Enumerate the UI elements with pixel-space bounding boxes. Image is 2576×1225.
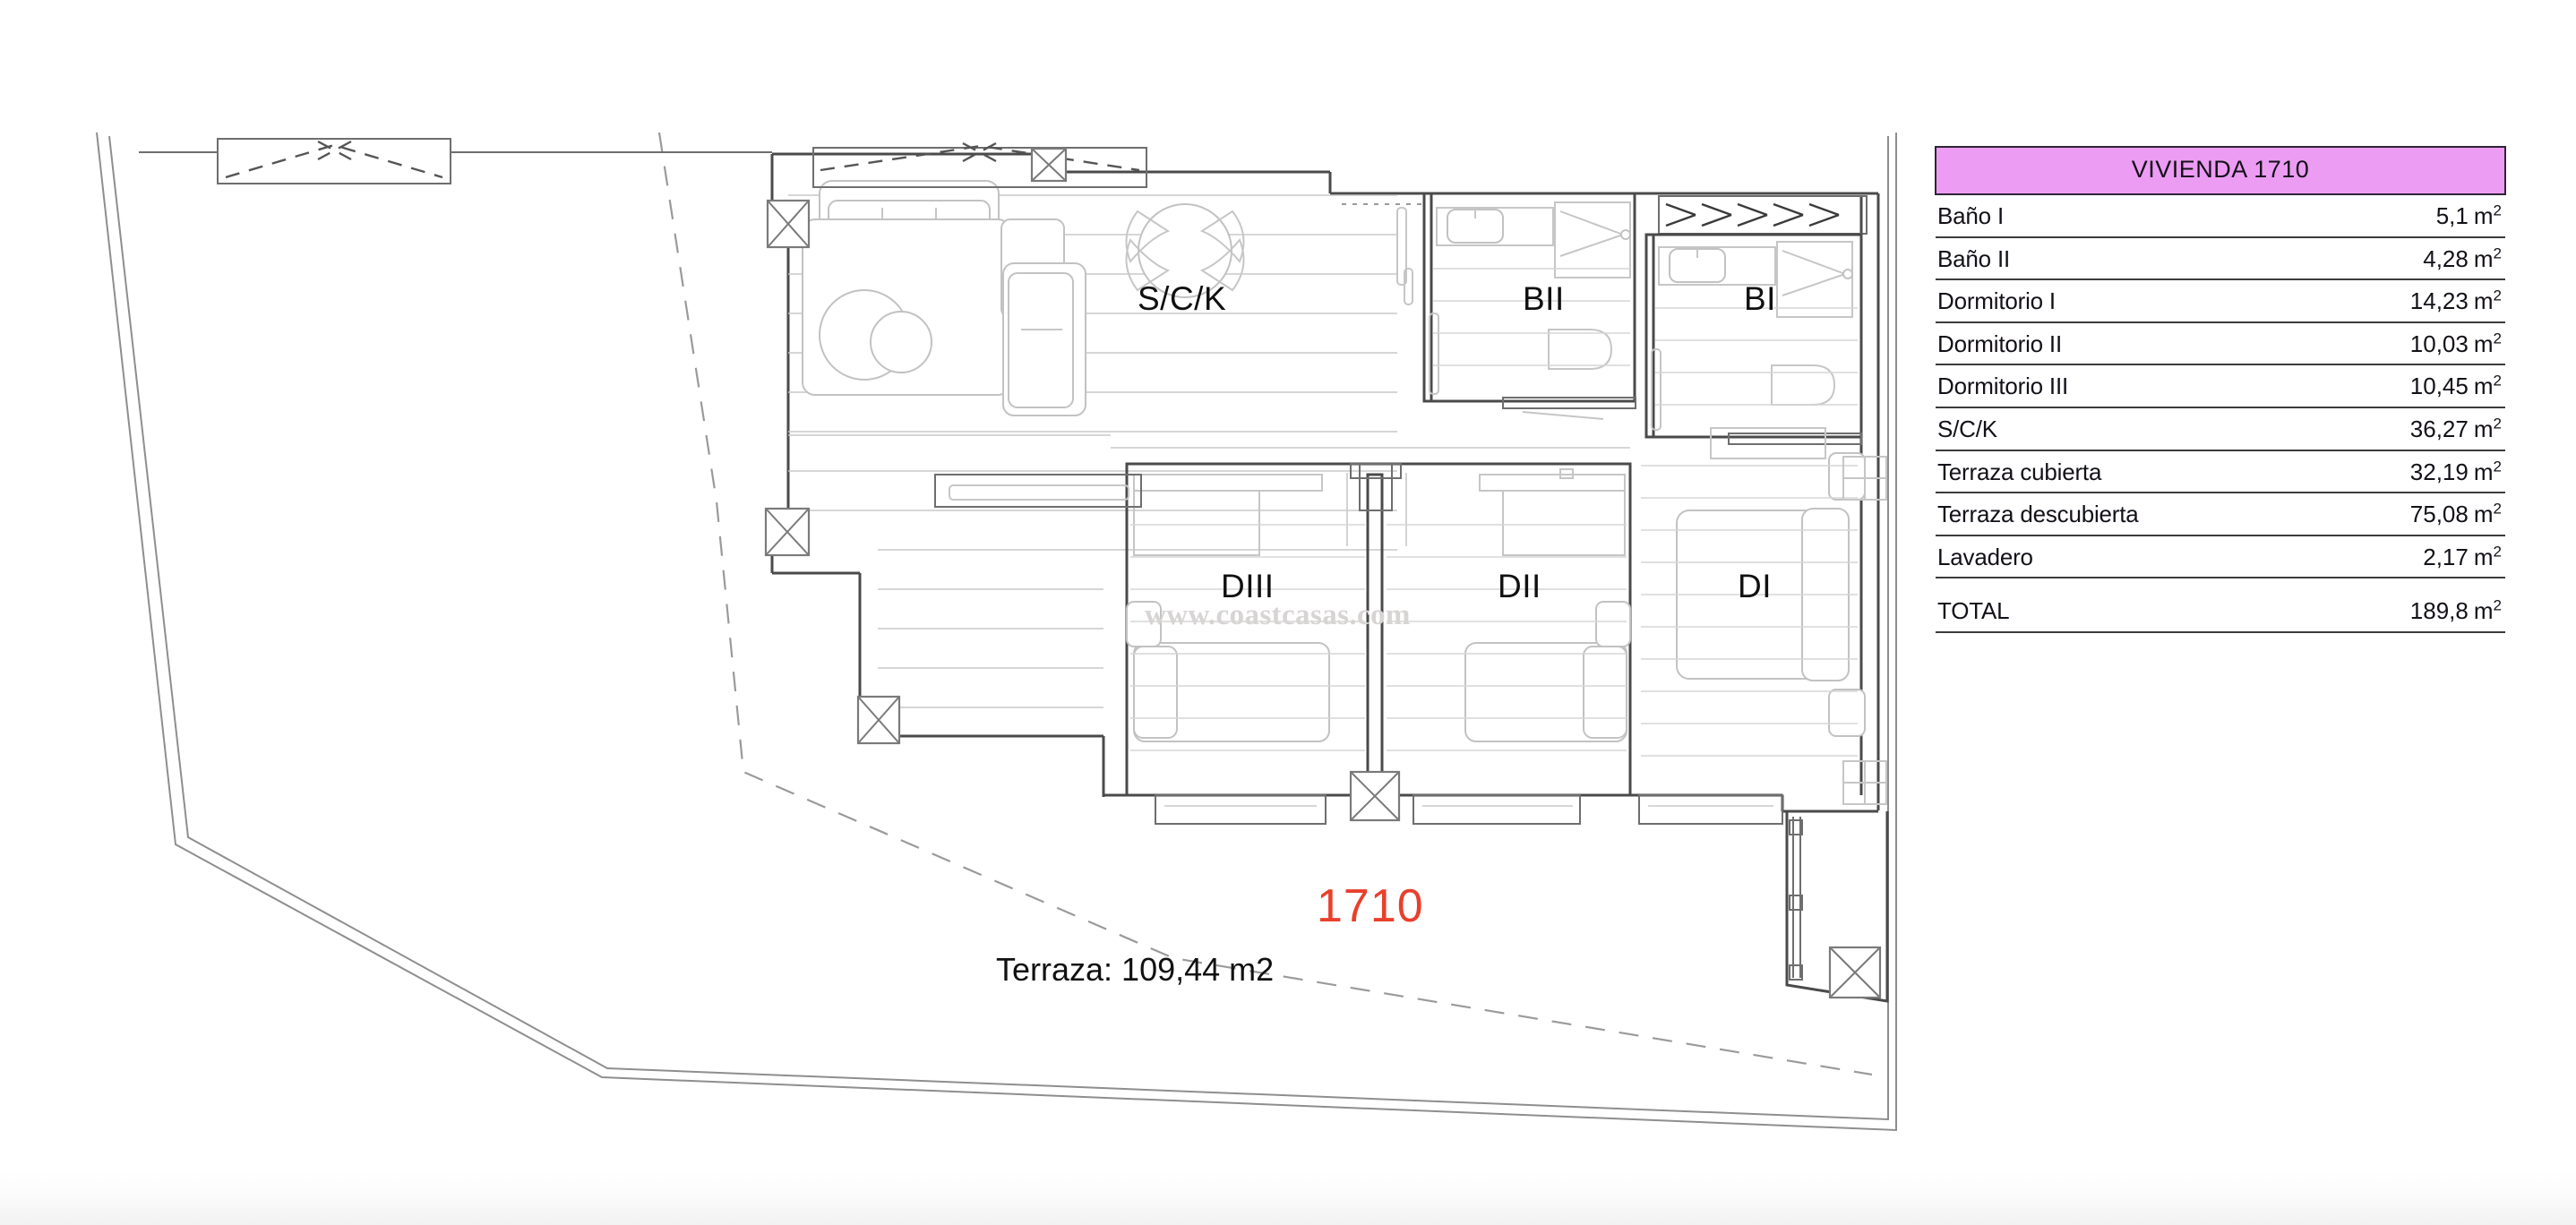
top-left-sliding-door	[139, 138, 772, 184]
row-number: 10,03	[2409, 330, 2469, 357]
row-number: 2,17	[2423, 543, 2469, 570]
unit-exponent: 2	[2493, 596, 2502, 614]
unit-exponent: 2	[2493, 543, 2502, 561]
unit-exponent: 2	[2493, 287, 2502, 304]
row-number: 4,28	[2423, 244, 2469, 272]
row-label: Terraza descubierta	[1936, 493, 2323, 536]
unit-label: m	[2473, 597, 2494, 625]
row-label: S/C/K	[1936, 407, 2323, 451]
unit-exponent: 2	[2493, 201, 2502, 219]
hall-floor-lines	[788, 434, 1630, 508]
structural-columns	[764, 147, 1401, 822]
room-label-bii: BII	[1523, 280, 1565, 317]
bedroom-two-furniture	[1387, 468, 1631, 751]
unit-exponent: 2	[2493, 500, 2502, 518]
unit-label: m	[2473, 287, 2494, 315]
total-number: 189,8	[2409, 597, 2469, 625]
row-number: 5,1	[2435, 202, 2469, 229]
terrace-outline	[96, 132, 1897, 1132]
unit-exponent: 2	[2493, 372, 2502, 390]
spacer-cell-right	[2323, 578, 2505, 590]
living-sliding-door	[812, 141, 1147, 188]
row-label: Lavadero	[1936, 535, 2323, 579]
row-number: 10,45	[2409, 373, 2469, 400]
room-label-diii: DIII	[1221, 568, 1275, 604]
central-partition	[1346, 463, 1407, 785]
bathroom-two	[1422, 192, 1636, 420]
misc-fixtures	[1396, 207, 1413, 305]
room-label-bi: BI	[1744, 280, 1776, 317]
right-side-window-marks	[1842, 456, 1887, 805]
unit-label: m	[2473, 330, 2494, 357]
room-label-di: DI	[1738, 568, 1772, 604]
room-label-dii: DII	[1498, 568, 1541, 604]
unit-exponent: 2	[2493, 244, 2502, 261]
area-table-header-row: VIVIENDA 1710	[1935, 146, 2506, 195]
table-spacer-row	[1936, 578, 2505, 590]
bathroom-one	[1644, 233, 1863, 445]
unit-label: m	[2473, 543, 2494, 570]
unit-number-label: 1710	[1317, 880, 1424, 932]
lower-right-terrace	[1785, 811, 1889, 1003]
setback-dashed-line	[657, 132, 1873, 1076]
lavadero-louvre	[1658, 195, 1868, 235]
unit-label: m	[2473, 458, 2494, 485]
unit-exponent: 2	[2493, 415, 2502, 433]
row-number: 75,08	[2409, 501, 2469, 528]
unit-exponent: 2	[2493, 457, 2502, 475]
unit-label: m	[2473, 415, 2494, 442]
unit-label: m	[2473, 202, 2494, 229]
bedroom-three-furniture	[1126, 474, 1365, 751]
footer-gradient-band	[0, 1171, 2576, 1225]
row-number: 14,23	[2409, 287, 2469, 315]
row-label: Dormitorio II	[1936, 321, 2323, 366]
row-label: Dormitorio III	[1936, 364, 2323, 408]
area-table-title: VIVIENDA 1710	[1935, 146, 2506, 195]
unit-label: m	[2473, 501, 2494, 528]
bedroom-one-furniture	[1641, 427, 1866, 757]
row-number: 32,19	[2409, 458, 2469, 485]
row-label: Baño II	[1936, 236, 2323, 281]
unit-exponent: 2	[2493, 330, 2502, 347]
spacer-cell-left	[1936, 578, 2323, 590]
sofa-furniture	[802, 180, 1086, 416]
site-watermark: www.coastcasas.com	[1145, 599, 1411, 631]
unit-label: m	[2473, 373, 2494, 400]
row-number: 36,27	[2409, 415, 2469, 442]
row-label: Dormitorio I	[1936, 279, 2323, 323]
terrace-area-note: Terraza: 109,44 m2	[996, 951, 1275, 988]
room-label-sck: S/C/K	[1138, 280, 1227, 317]
unit-label: m	[2473, 244, 2494, 272]
row-label: Terraza cubierta	[1936, 450, 2323, 494]
row-label: Baño I	[1936, 194, 2323, 238]
bottom-openings	[1155, 794, 1783, 825]
dining-table-furniture	[1125, 203, 1245, 298]
total-label: TOTAL	[1936, 590, 2323, 633]
